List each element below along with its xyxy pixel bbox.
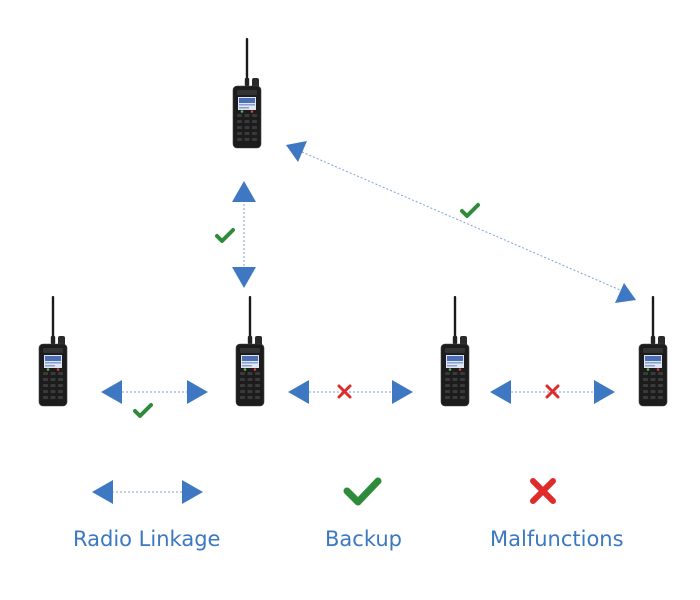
radio-top xyxy=(232,37,262,149)
arrowhead-bottomright xyxy=(615,283,636,303)
legend-cross-icon xyxy=(530,478,556,504)
link-radio1-radio2 xyxy=(101,380,208,418)
arrowhead-right xyxy=(392,380,413,404)
legend-backup-label: Backup xyxy=(325,527,402,551)
radio-2 xyxy=(235,295,265,407)
check-icon xyxy=(133,403,153,418)
link-radio3-radio4 xyxy=(490,380,615,404)
legend xyxy=(92,477,556,506)
radio-1 xyxy=(38,295,68,407)
arrowhead-topleft xyxy=(286,141,307,162)
link-top-radio2 xyxy=(215,181,256,288)
check-icon xyxy=(215,228,235,243)
legend-linkage-icon xyxy=(92,480,203,504)
radio-3 xyxy=(440,295,470,407)
arrowhead-up xyxy=(232,181,256,202)
arrowhead-left xyxy=(101,380,122,404)
radio-4 xyxy=(638,295,668,407)
arrowhead-left xyxy=(490,380,511,404)
legend-malfunctions-label: Malfunctions xyxy=(490,527,624,551)
link-top-radio4 xyxy=(286,141,636,303)
arrowhead-down xyxy=(232,267,256,288)
legend-check-icon xyxy=(343,477,382,506)
arrowhead-right xyxy=(594,380,615,404)
cross-icon xyxy=(545,384,560,399)
legend-radio-linkage-label: Radio Linkage xyxy=(73,527,221,551)
link-radio2-radio3 xyxy=(288,380,413,404)
arrowhead-right xyxy=(187,380,208,404)
check-icon xyxy=(460,203,480,218)
cross-icon xyxy=(337,384,352,399)
arrowhead-left xyxy=(288,380,309,404)
